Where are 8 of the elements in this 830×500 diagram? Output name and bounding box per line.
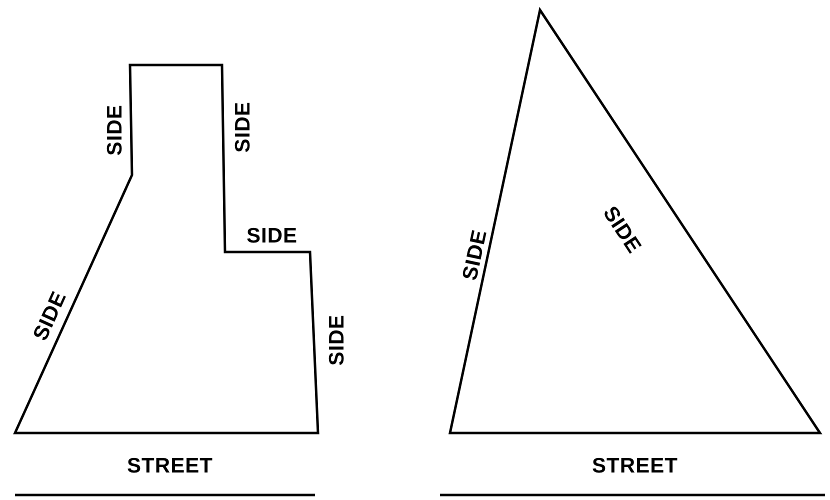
side-label: SIDE [246,226,298,246]
side-label: SIDE [326,314,348,366]
side-label: SIDE [104,104,126,156]
side-label: SIDE [459,228,491,282]
street-label: STREET [127,456,213,476]
side-label: SIDE [232,101,254,153]
street-label: STREET [592,456,678,476]
side-label: SIDE [30,288,70,344]
